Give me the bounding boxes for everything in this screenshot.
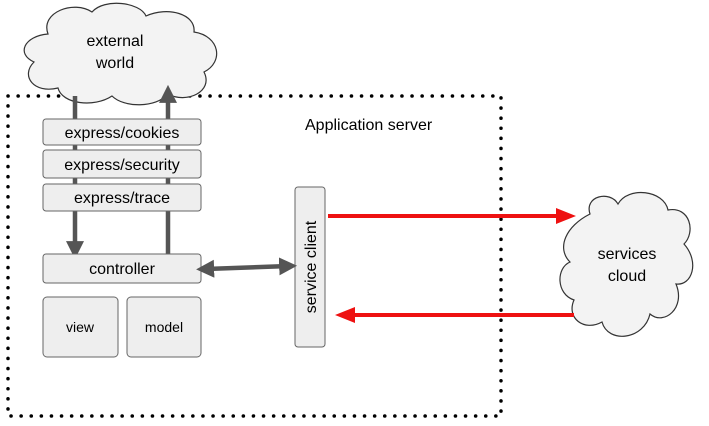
controller-label: controller <box>89 261 155 278</box>
middleware-label: express/cookies <box>65 125 180 142</box>
middleware-label: express/trace <box>74 190 170 207</box>
middleware-label: express/security <box>64 157 180 174</box>
middleware-express-trace: express/trace <box>42 183 202 212</box>
external-world-cloud: external world <box>23 2 218 106</box>
middleware-express-security: express/security <box>42 149 202 179</box>
middleware-express-cookies: express/cookies <box>42 118 202 146</box>
services-cloud-label-line1: services <box>598 246 657 263</box>
controller-service-client-arrow <box>196 257 298 278</box>
view-label: view <box>66 319 95 335</box>
application-server-label: Application server <box>305 117 433 134</box>
controller-box: controller <box>42 253 202 284</box>
services-cloud: services cloud <box>559 191 694 337</box>
application-server-boundary <box>6 94 503 418</box>
view-box: view <box>42 296 119 358</box>
service-client-box: service client <box>294 186 326 348</box>
external-world-label-line1: external <box>87 33 144 50</box>
model-label: model <box>145 319 183 335</box>
external-world-label-line2: world <box>95 55 134 72</box>
services-cloud-label-line2: cloud <box>608 268 646 285</box>
model-box: model <box>126 296 202 358</box>
service-client-label: service client <box>303 220 320 313</box>
